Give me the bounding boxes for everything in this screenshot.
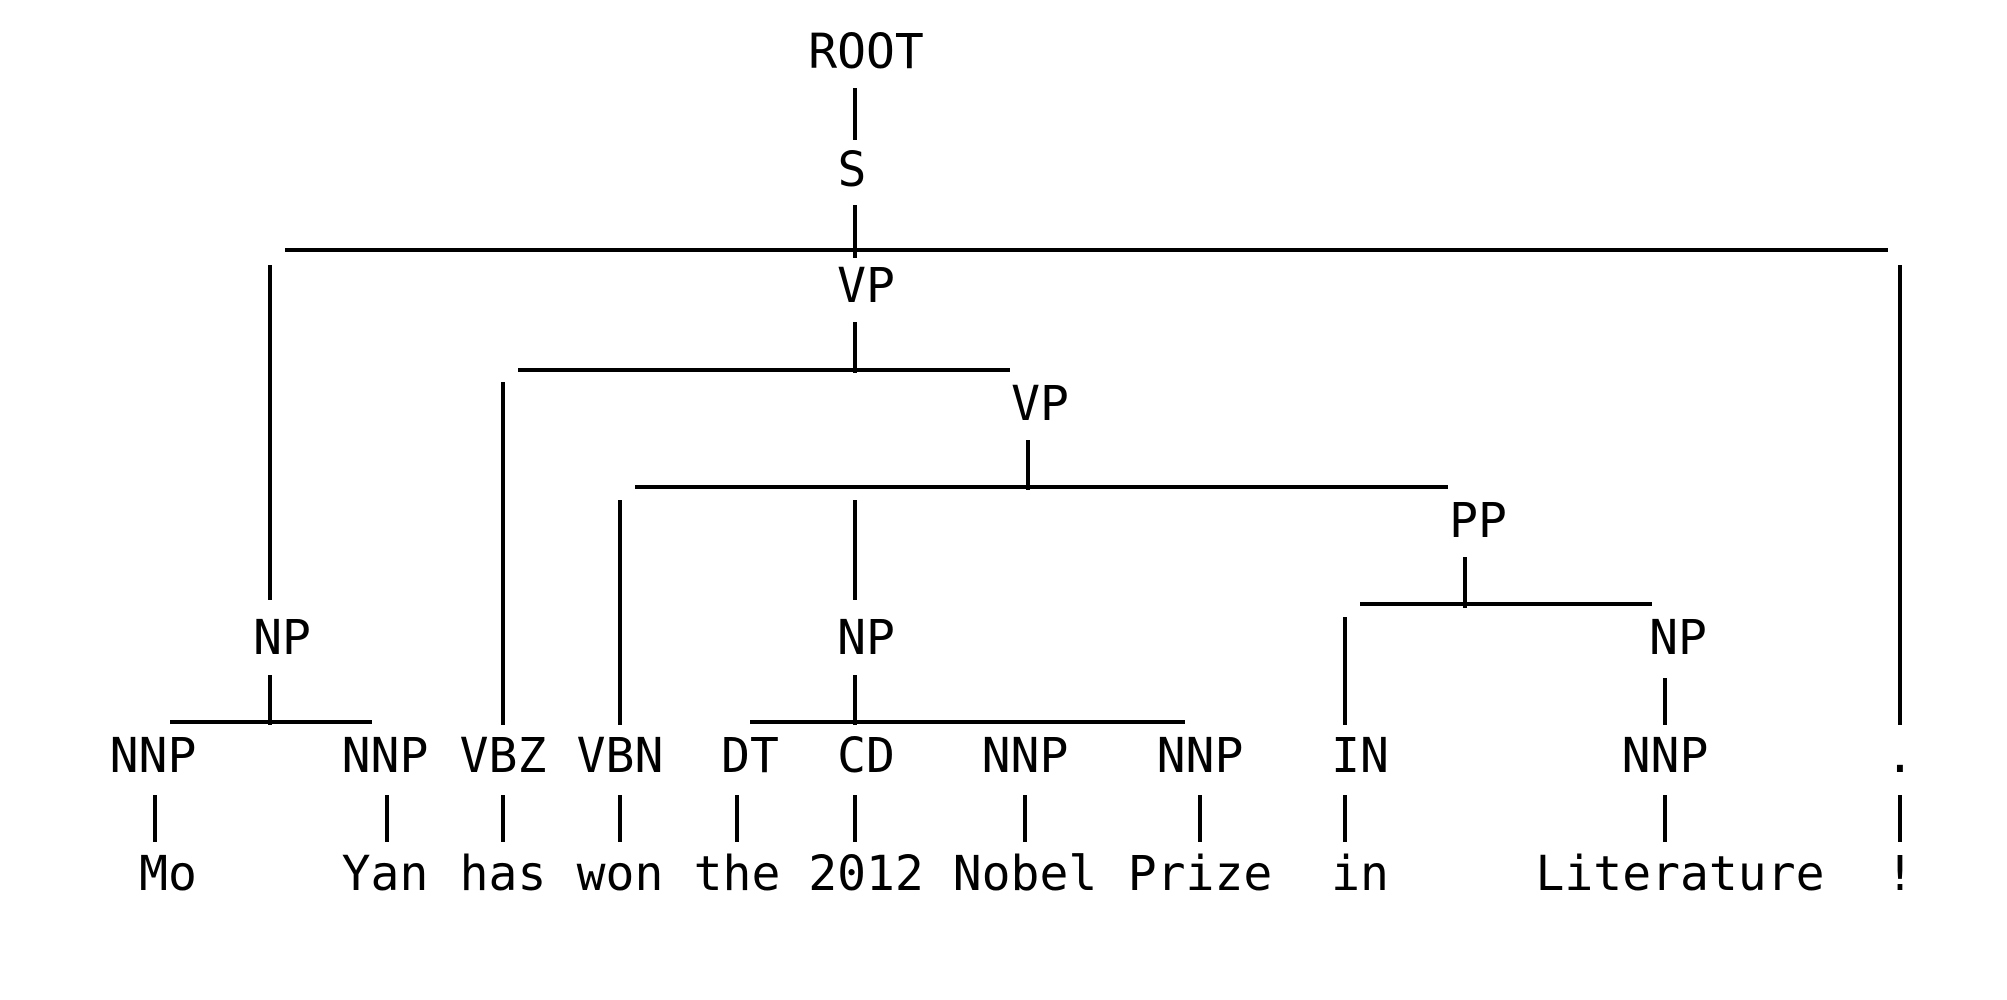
word-the: the xyxy=(694,846,781,902)
pos-in: IN xyxy=(1331,728,1389,784)
node-vp1: VP xyxy=(837,258,895,314)
node-np-literature: NP xyxy=(1649,610,1707,666)
word-2012: 2012 xyxy=(808,846,924,902)
tree-nodes: ROOT S VP VP PP NP NP NP NNP NNP VBZ VBN… xyxy=(110,24,1915,784)
node-pp: PP xyxy=(1449,493,1507,549)
word-literature: Literature xyxy=(1536,846,1825,902)
pos-nnp-yan: NNP xyxy=(342,728,429,784)
pos-cd: CD xyxy=(837,728,895,784)
pos-dt: DT xyxy=(721,728,779,784)
word-in: in xyxy=(1331,846,1389,902)
word-prize: Prize xyxy=(1128,846,1273,902)
word-nobel: Nobel xyxy=(953,846,1098,902)
node-vp2: VP xyxy=(1011,376,1069,432)
pos-nnp-nobel: NNP xyxy=(982,728,1069,784)
word-exclaim: ! xyxy=(1886,846,1915,902)
pos-nnp-prize: NNP xyxy=(1157,728,1244,784)
word-yan: Yan xyxy=(342,846,429,902)
node-np-object: NP xyxy=(837,610,895,666)
word-mo: Mo xyxy=(139,846,197,902)
node-s: S xyxy=(838,142,867,198)
node-np-subject: NP xyxy=(253,610,311,666)
word-has: has xyxy=(460,846,547,902)
pos-vbz: VBZ xyxy=(460,728,547,784)
node-root: ROOT xyxy=(808,24,924,80)
pos-vbn: VBN xyxy=(577,728,664,784)
tree-words: Mo Yan has won the 2012 Nobel Prize in L… xyxy=(139,846,1914,902)
tree-edges xyxy=(153,88,1902,842)
pos-nnp-mo: NNP xyxy=(110,728,197,784)
word-won: won xyxy=(577,846,664,902)
pos-punct: . xyxy=(1886,728,1915,784)
pos-nnp-literature: NNP xyxy=(1622,728,1709,784)
